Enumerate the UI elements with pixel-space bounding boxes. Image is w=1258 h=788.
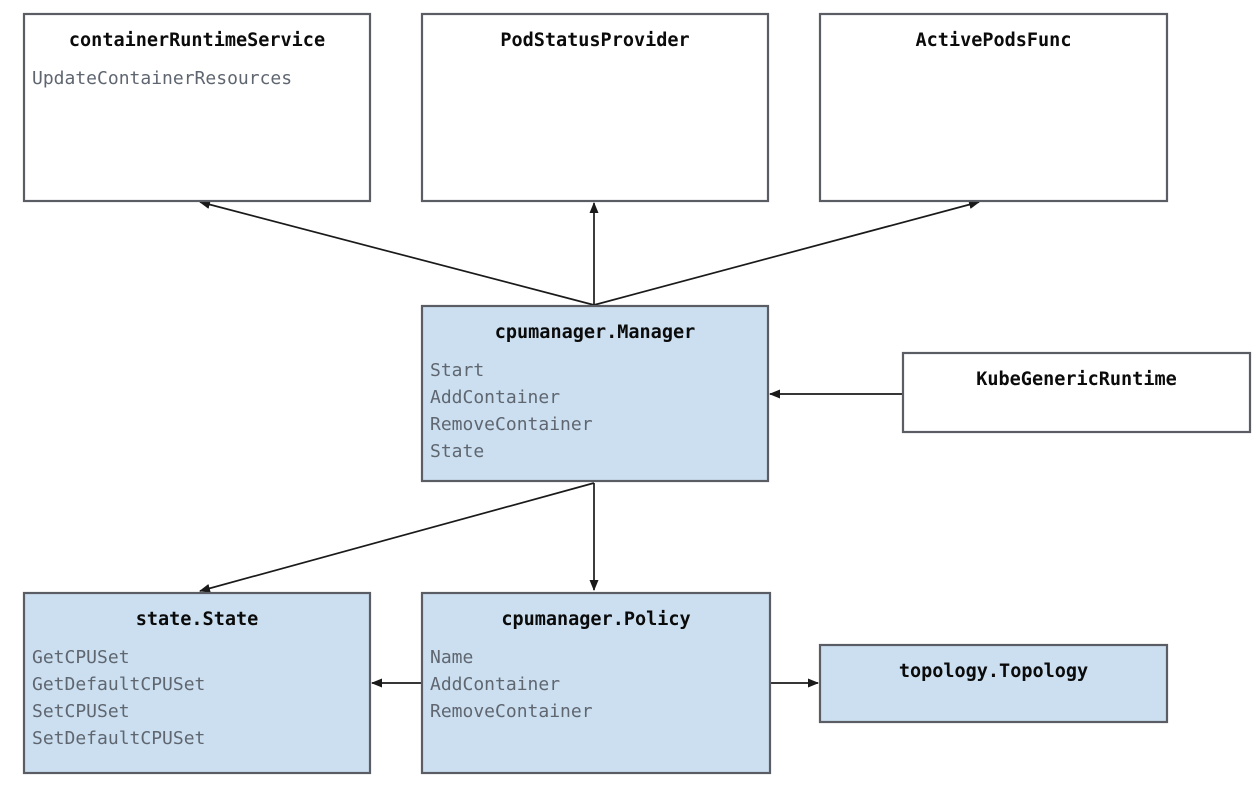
class-box-kubeGenericRuntime[interactable]: KubeGenericRuntime [901, 351, 1252, 434]
class-box-member: GetDefaultCPUSet [32, 674, 205, 695]
class-box-title: containerRuntimeService [69, 30, 325, 51]
class-box-member: RemoveContainer [430, 414, 593, 435]
class-box-title: topology.Topology [899, 661, 1088, 682]
class-box-title: cpumanager.Manager [495, 322, 695, 343]
class-box-member: Name [430, 647, 473, 668]
class-box-frame [818, 12, 1169, 203]
class-box-frame [420, 591, 772, 775]
class-box-title: ActivePodsFunc [916, 30, 1072, 51]
edge-manager-to-containerRuntimeService [199, 200, 595, 306]
class-box-member: GetCPUSet [32, 647, 130, 668]
class-box-cpumanagerPolicy[interactable]: cpumanager.PolicyNameAddContainerRemoveC… [420, 591, 772, 775]
class-box-frame [420, 12, 770, 203]
class-box-member: RemoveContainer [430, 701, 593, 722]
class-box-member: State [430, 441, 484, 462]
class-box-frame [420, 304, 770, 483]
edge-manager-to-activePodsFunc [593, 200, 980, 306]
class-box-frame [22, 12, 372, 203]
class-box-frame [22, 591, 372, 775]
class-box-title: KubeGenericRuntime [976, 369, 1176, 390]
class-box-frame [901, 351, 1252, 434]
class-box-title: PodStatusProvider [500, 30, 689, 51]
class-box-member: UpdateContainerResources [32, 68, 292, 89]
class-box-member: Start [430, 360, 484, 381]
class-box-activePodsFunc[interactable]: ActivePodsFunc [818, 12, 1169, 203]
edge-layer [199, 200, 980, 688]
class-box-member: SetCPUSet [32, 701, 130, 722]
class-box-topologyTopology[interactable]: topology.Topology [818, 643, 1169, 724]
class-box-member: AddContainer [430, 674, 560, 695]
edge-manager-to-stateState [199, 482, 595, 593]
class-box-title: state.State [136, 609, 259, 630]
class-box-containerRuntimeService[interactable]: containerRuntimeServiceUpdateContainerRe… [22, 12, 372, 203]
class-box-member: SetDefaultCPUSet [32, 728, 205, 749]
class-box-stateState[interactable]: state.StateGetCPUSetGetDefaultCPUSetSetC… [22, 591, 372, 775]
node-layer: containerRuntimeServiceUpdateContainerRe… [22, 12, 1252, 775]
class-box-frame [818, 643, 1169, 724]
class-box-member: AddContainer [430, 387, 560, 408]
class-box-title: cpumanager.Policy [501, 609, 690, 630]
class-box-podStatusProvider[interactable]: PodStatusProvider [420, 12, 770, 203]
class-box-cpumanagerManager[interactable]: cpumanager.ManagerStartAddContainerRemov… [420, 304, 770, 483]
